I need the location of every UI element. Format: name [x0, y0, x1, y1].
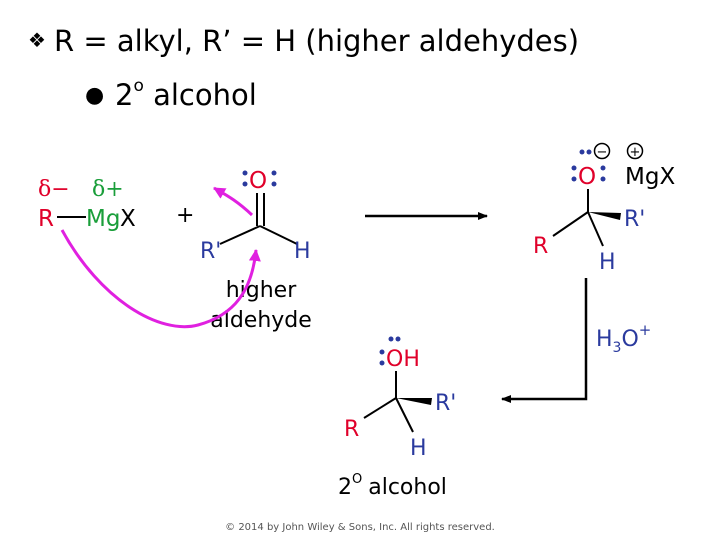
c-r-bond: [363, 397, 397, 419]
c-rprime-bond: [219, 225, 261, 245]
intermediate-oxygen: O: [578, 164, 596, 190]
lone-pair-dot: [395, 336, 401, 342]
lone-pair-dot: [388, 336, 394, 342]
delta-minus-label: δ−: [38, 177, 70, 202]
lone-pair-dot: [242, 181, 248, 187]
sub-text: alcohol: [153, 78, 257, 112]
lone-pair-dot: [379, 349, 385, 355]
lone-pair-dot: [242, 170, 248, 176]
lone-pair-dot: [586, 149, 592, 155]
c-h-bond: [395, 397, 414, 433]
reagent-r-atom: R: [38, 206, 54, 232]
reagent-mg-atom: Mg: [86, 206, 120, 232]
hydronium-reagent: H3O+: [596, 321, 651, 356]
c-r-bond: [552, 211, 589, 237]
lone-pair-dot: [571, 176, 577, 182]
c-h-bond: [259, 225, 298, 245]
aldehyde-r-prime: R': [200, 239, 221, 264]
aldehyde-h: H: [294, 239, 311, 264]
lone-pair-dot: [271, 170, 277, 176]
positive-charge-circle: [626, 142, 644, 160]
aldehyde-oxygen: O: [249, 168, 267, 194]
sub-degree: o: [133, 76, 144, 96]
lone-pair-dot: [271, 181, 277, 187]
product-r: R: [344, 417, 359, 442]
negative-charge-circle: [593, 142, 611, 160]
intermediate-r-prime: R': [624, 207, 645, 232]
wedge-bond-rprime: [588, 212, 621, 220]
sub-bullet-line: ● 2o alcohol: [85, 68, 257, 114]
aldehyde-label-line1: higher: [226, 278, 297, 303]
copyright-notice: © 2014 by John Wiley & Sons, Inc. All ri…: [225, 522, 495, 533]
c-h-bond: [587, 211, 604, 247]
sub-number: 2: [115, 78, 134, 112]
bullet-line: ❖ R = alkyl, R’ = H (higher aldehydes): [28, 22, 579, 59]
curved-arrow-r-to-carbon: [60, 229, 261, 329]
dot-bullet-icon: ●: [85, 83, 105, 108]
reagent-x-atom: X: [120, 206, 136, 232]
intermediate-r: R: [533, 234, 548, 259]
product-r-prime: R': [435, 391, 456, 416]
bullet-text: R = alkyl, R’ = H (higher aldehydes): [54, 24, 580, 58]
negative-charge-sign: −: [597, 145, 608, 160]
wedge-bond-rprime: [396, 398, 432, 405]
curved-arrow-pi-to-oxygen: [213, 186, 254, 217]
reaction-arrow-2: [501, 278, 588, 403]
positive-charge-sign: +: [630, 145, 641, 160]
plus-sign: +: [176, 203, 194, 228]
lone-pair-dot: [600, 165, 606, 171]
lone-pair-dot: [379, 360, 385, 366]
lone-pair-dot: [571, 165, 577, 171]
intermediate-mgx: MgX: [625, 164, 675, 190]
lone-pair-dot: [579, 149, 585, 155]
lone-pair-dot: [600, 176, 606, 182]
diamond-bullet-icon: ❖: [28, 28, 46, 52]
delta-plus-label: δ+: [92, 177, 124, 202]
intermediate-h: H: [599, 250, 616, 275]
product-oh: OH: [386, 347, 420, 372]
product-h: H: [410, 436, 427, 461]
